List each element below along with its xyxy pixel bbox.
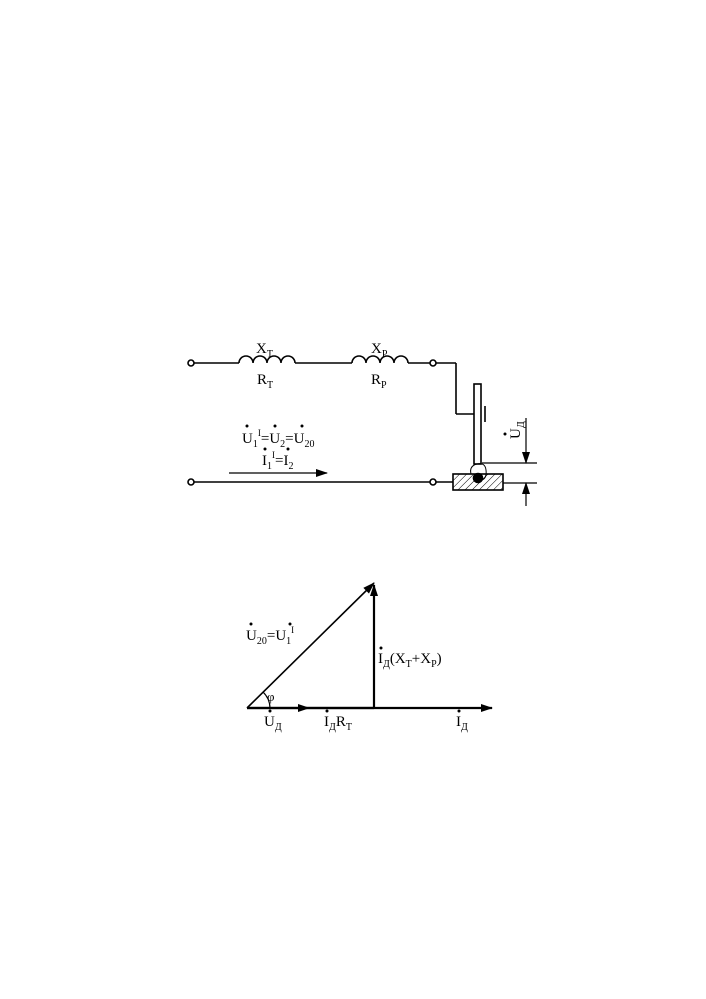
id-dot xyxy=(457,709,461,713)
current-equation: I1I=I2 xyxy=(262,450,293,472)
label-xt: XT xyxy=(256,341,273,360)
terminal-bottom-left xyxy=(187,478,195,486)
label-rt: RT xyxy=(257,372,273,391)
label-u20: U20=U1I xyxy=(246,625,294,647)
terminal-top-left xyxy=(187,359,195,367)
phi-angle-arc xyxy=(262,691,271,709)
circuit-labels: XT RT XP RP U1I=U2=U20 I1I=I2 UД xyxy=(242,341,527,472)
terminal-bottom-right xyxy=(429,478,437,486)
arc-voltage-label: UД xyxy=(503,421,527,439)
reactive-dot xyxy=(379,646,383,650)
label-xp: XP xyxy=(371,341,388,360)
label-phi: φ xyxy=(267,689,275,704)
label-reactive-drop: IД(XT+XP) xyxy=(378,651,442,670)
inductor-reactor xyxy=(351,355,409,364)
circuit-diagram xyxy=(187,355,537,506)
label-idrt: IДRT xyxy=(324,714,352,733)
u20-phasor-dots xyxy=(249,622,292,626)
current-phasor-dots xyxy=(263,447,290,451)
electrode xyxy=(473,383,482,465)
ud-dot xyxy=(268,709,272,713)
phasor-diagram xyxy=(246,582,493,712)
label-ud: UД xyxy=(264,714,282,733)
label-rp: RP xyxy=(371,372,387,391)
svg-text:UД: UД xyxy=(508,421,527,439)
idrt-dot xyxy=(325,709,329,713)
workpiece xyxy=(452,473,504,491)
voltage-equation: U1I=U2=U20 xyxy=(242,428,314,450)
inductor-transformer xyxy=(238,355,296,364)
terminal-top-right xyxy=(429,359,437,367)
source-voltage-phasor xyxy=(246,582,375,709)
label-id: IД xyxy=(456,714,468,733)
phasor-labels: U20=U1I φ UД IДRT IД(XT+XP) IД xyxy=(246,622,468,733)
voltage-phasor-dots xyxy=(245,424,304,428)
